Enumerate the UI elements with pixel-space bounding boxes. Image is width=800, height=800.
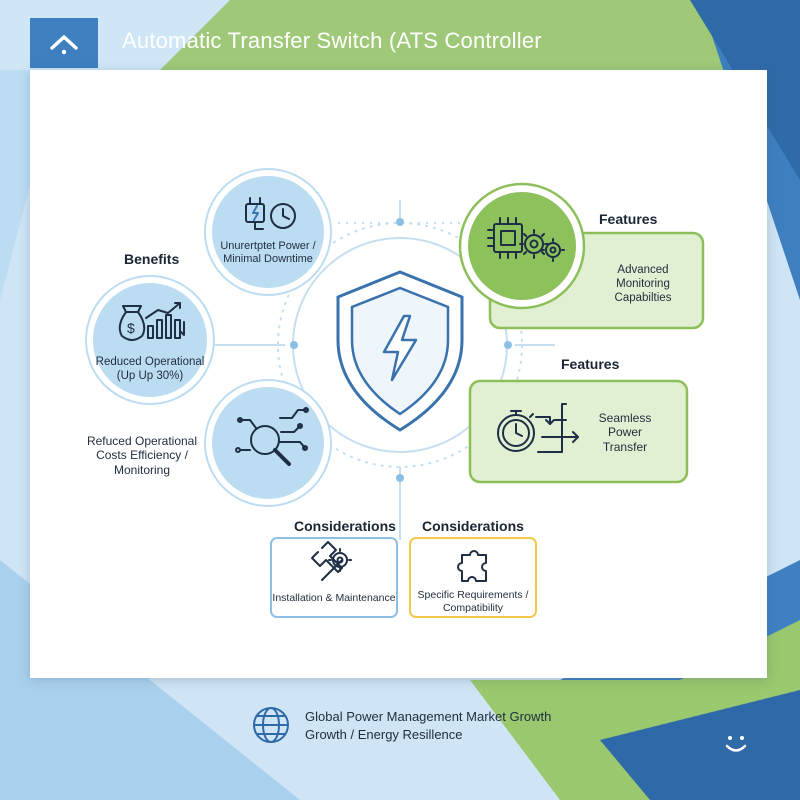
stopwatch-arrows-icon bbox=[497, 403, 579, 453]
consideration-installation-card bbox=[270, 537, 398, 618]
page-title: Automatic Transfer Switch (ATS Controlle… bbox=[122, 28, 542, 53]
consideration-installation-label: Installation & Maintenance bbox=[272, 592, 396, 604]
footer-text: Global Power Management Market Growth Gr… bbox=[305, 708, 551, 743]
considerations-heading-right: Considerations bbox=[422, 518, 524, 534]
features-heading-top: Features bbox=[599, 211, 658, 227]
benefit-power-circle bbox=[204, 168, 332, 296]
considerations-heading-left: Considerations bbox=[294, 518, 396, 534]
smile-icon bbox=[725, 736, 747, 752]
consideration-requirements-label: Specific Requirements / Compatibility bbox=[417, 589, 529, 614]
header-logo-icon bbox=[50, 35, 78, 55]
feature-transfer-card bbox=[468, 379, 689, 484]
feature-monitoring-label: Advanced Monitoring Capabilties bbox=[614, 264, 672, 304]
magnifier-circuit-icon bbox=[235, 407, 309, 466]
puzzle-icon bbox=[457, 550, 487, 582]
globe-icon bbox=[253, 707, 289, 743]
benefit-monitoring-circle bbox=[204, 379, 332, 507]
svg-text:$: $ bbox=[127, 320, 135, 336]
chip-gears-icon bbox=[487, 217, 565, 262]
benefit-monitoring-label: Refuced Operational Costs Efficiency / M… bbox=[86, 434, 198, 477]
features-heading-bottom: Features bbox=[561, 356, 620, 372]
footer-line-2: Growth / Energy Resillence bbox=[305, 726, 463, 742]
plug-clock-icon bbox=[245, 197, 296, 230]
shield-bolt-icon bbox=[312, 257, 488, 433]
benefit-operational-label: Reduced Operational (Up Up 30%) bbox=[95, 356, 205, 382]
footer-line-1: Global Power Management Market Growth bbox=[305, 709, 552, 724]
benefits-heading: Benefits bbox=[124, 251, 180, 267]
money-bag-chart-icon: $ bbox=[118, 302, 185, 341]
benefit-power-label: Unurertptet Power / Minimal Downtime bbox=[220, 240, 316, 266]
feature-monitoring-card bbox=[458, 182, 705, 330]
wrench-gear-icon bbox=[311, 541, 352, 581]
benefit-operational-circle bbox=[85, 275, 215, 405]
feature-transfer-label: Seamless Power Transfer bbox=[598, 411, 652, 454]
